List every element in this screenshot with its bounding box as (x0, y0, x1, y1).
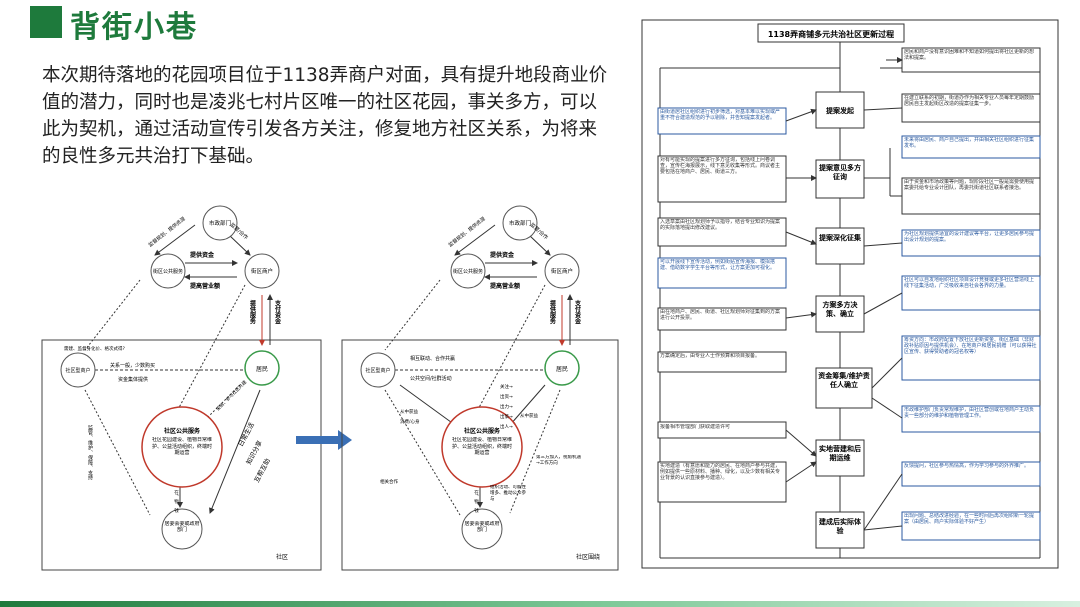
svg-text:提高营业额: 提高营业额 (190, 282, 220, 290)
svg-text:出策→: 出策→ (500, 413, 513, 420)
svg-text:出资→: 出资→ (500, 393, 513, 400)
title-accent-block (30, 6, 62, 38)
svg-text:在、物、钱: 在、物、钱 (474, 489, 479, 513)
left-box-4 (657, 257, 787, 289)
stakeholder-diagram-future: 社区围绕 市政部门 街区公共服务 街区商户 社区型商户 居民 社区公共服务 社区… (340, 185, 620, 573)
svg-text:出力→: 出力→ (500, 403, 513, 410)
left-box-6 (657, 351, 787, 373)
flowchart-title: 1138弄商铺多元共治社区更新过程 (768, 29, 894, 39)
step-6 (815, 439, 865, 477)
svg-text:监督规划、提供资源: 监督规划、提供资源 (147, 215, 187, 248)
svg-text:采纳、参与社区共建: 采纳、参与社区共建 (214, 378, 248, 412)
right-box-6 (901, 275, 1041, 311)
right-box-10 (901, 511, 1041, 541)
svg-text:监督规划、提供资源: 监督规划、提供资源 (447, 215, 487, 248)
left-box-8 (657, 461, 787, 503)
svg-text:消费/心身: 消费/心身 (400, 418, 420, 425)
node-residents (244, 350, 280, 386)
svg-text:关系一般，少数购买: 关系一般，少数购买 (110, 362, 155, 369)
left-box-5 (657, 307, 787, 331)
flowchart-title-box (757, 23, 905, 43)
svg-text:提供服务: 提供服务 (549, 299, 557, 325)
intro-paragraph: 本次期待落地的花园项目位于1138弄商户对面，具有提升地段商业价值的潜力，同时也… (42, 65, 608, 167)
node-street-merchants (544, 253, 580, 289)
left-box-3 (657, 217, 787, 247)
step-2 (815, 159, 865, 199)
svg-text:市政部门: 市政部门 (509, 219, 531, 227)
svg-text:社区公共服务: 社区公共服务 (463, 427, 501, 435)
svg-text:提供服务: 提供服务 (249, 299, 257, 325)
step-7 (815, 511, 865, 549)
node-community-public-service (441, 406, 523, 488)
svg-text:从中获益: 从中获益 (400, 408, 418, 415)
community-boundary (341, 339, 619, 571)
right-box-9 (901, 461, 1041, 487)
node-neighborhood-committee (161, 508, 203, 550)
svg-text:社区型商户: 社区型商户 (365, 367, 390, 374)
node-street-merchants (244, 253, 280, 289)
svg-text:互帮互助: 互帮互助 (252, 456, 272, 484)
svg-text:市政部门: 市政部门 (209, 219, 231, 227)
svg-text:街区商户: 街区商户 (251, 267, 273, 275)
svg-text:提高营业额: 提高营业额 (490, 282, 520, 290)
right-box-2 (901, 93, 1041, 123)
svg-text:街区商户: 街区商户 (551, 267, 573, 275)
node-community-public-service (141, 406, 223, 488)
node-residents (544, 350, 580, 386)
node-municipal (502, 205, 538, 241)
svg-text:提案发起: 提案发起 (825, 106, 855, 115)
svg-text:需建、监督身化价、格次式得?: 需建、监督身化价、格次式得? (64, 345, 125, 352)
svg-text:资金集体提供: 资金集体提供 (118, 376, 148, 383)
svg-text:居民: 居民 (256, 366, 268, 373)
step-5 (815, 367, 873, 409)
node-neighborhood-committee (461, 508, 503, 550)
right-box-8 (901, 405, 1041, 433)
node-community-merchants (360, 352, 396, 388)
boundary-caption: 社区围绕 (576, 553, 600, 561)
svg-text:居民: 居民 (556, 366, 568, 373)
svg-text:知识分享: 知识分享 (244, 438, 264, 466)
svg-text:提供资金: 提供资金 (190, 251, 215, 259)
node-municipal (202, 205, 238, 241)
svg-text:社区公共服务: 社区公共服务 (163, 427, 201, 435)
svg-text:提供资金: 提供资金 (490, 251, 515, 259)
stakeholder-diagram-current: 社区 市政部门 街区公共服务 街区商户 社区型商户 居民 社区公共服务 社区花园… (40, 185, 323, 573)
footer-gradient-line (0, 601, 1080, 607)
svg-text:相互联动、合作共赢: 相互联动、合作共赢 (410, 355, 455, 362)
svg-text:出人→: 出人→ (500, 423, 513, 430)
node-street-services (450, 253, 486, 289)
svg-text:在、物、钱: 在、物、钱 (174, 489, 179, 513)
svg-text:关注→: 关注→ (500, 383, 513, 390)
svg-text:街区公共服务: 街区公共服务 (153, 268, 183, 275)
svg-text:街区公共服务: 街区公共服务 (453, 268, 483, 275)
left-box-2 (657, 155, 787, 203)
svg-text:从中获益: 从中获益 (520, 412, 538, 419)
page-title: 背街小巷 (70, 10, 198, 45)
node-community-merchants (60, 352, 96, 388)
svg-text:相关合作: 相关合作 (380, 478, 398, 485)
right-box-3 (901, 135, 1041, 159)
svg-text:公共空间/社群活动: 公共空间/社群活动 (410, 375, 452, 382)
node-street-services (150, 253, 186, 289)
boundary-caption: 社区 (276, 553, 288, 561)
process-flowchart: 1138弄商铺多元共治社区更新过程 提案发起 提案意见多方征询 提案深化征集 方… (640, 18, 1060, 574)
community-boundary (41, 339, 322, 571)
svg-text:监管、维护、保障、支持: 监管、维护、保障、支持 (87, 424, 93, 481)
right-box-4 (901, 177, 1041, 215)
step-3 (815, 227, 865, 265)
svg-text:支付资金: 支付资金 (274, 299, 282, 325)
svg-text:支付资金: 支付资金 (574, 299, 582, 325)
step-4 (815, 295, 865, 333)
svg-text:社区型商户: 社区型商户 (65, 367, 90, 374)
